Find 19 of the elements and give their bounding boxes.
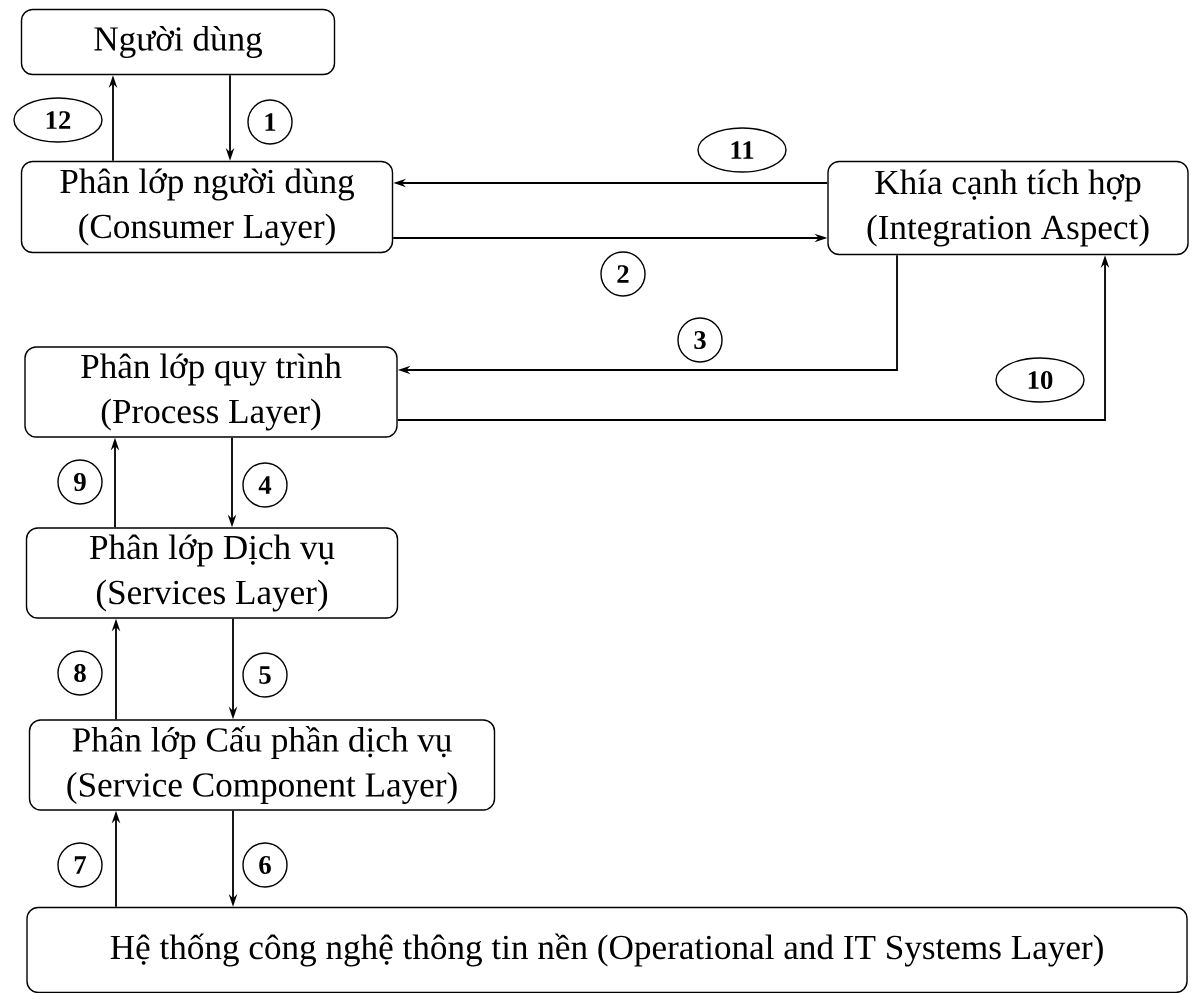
edge-label: 5	[242, 652, 288, 698]
edge-label: 9	[57, 459, 103, 505]
edge-label: 4	[242, 462, 288, 508]
edge-label: 3	[677, 317, 723, 363]
layer-box: Phân lớp Cấu phần dịch vụ (Service Component Layer)	[28, 719, 496, 811]
layer-box: Phân lớp Dịch vụ (Services Layer)	[25, 527, 399, 619]
layer-box: Phân lớp quy trình (Process Layer)	[24, 346, 398, 438]
layer-box: Khía cạnh tích hợp (Integration Aspect)	[827, 160, 1189, 256]
layer-box: Người dùng	[20, 8, 336, 76]
edge-label: 1	[247, 99, 293, 145]
layer-box: Phân lớp người dùng (Consumer Layer)	[20, 160, 394, 254]
edge-label: 6	[242, 842, 288, 888]
edge-label: 11	[697, 127, 787, 173]
edge-label: 12	[13, 97, 103, 143]
edge-label: 2	[600, 251, 646, 297]
edge-label: 8	[57, 650, 103, 696]
edge-label: 7	[57, 842, 103, 888]
edge-label: 10	[995, 357, 1085, 403]
layer-box: Hệ thống công nghệ thông tin nền (Operational and IT Systems Layer)	[26, 906, 1188, 993]
